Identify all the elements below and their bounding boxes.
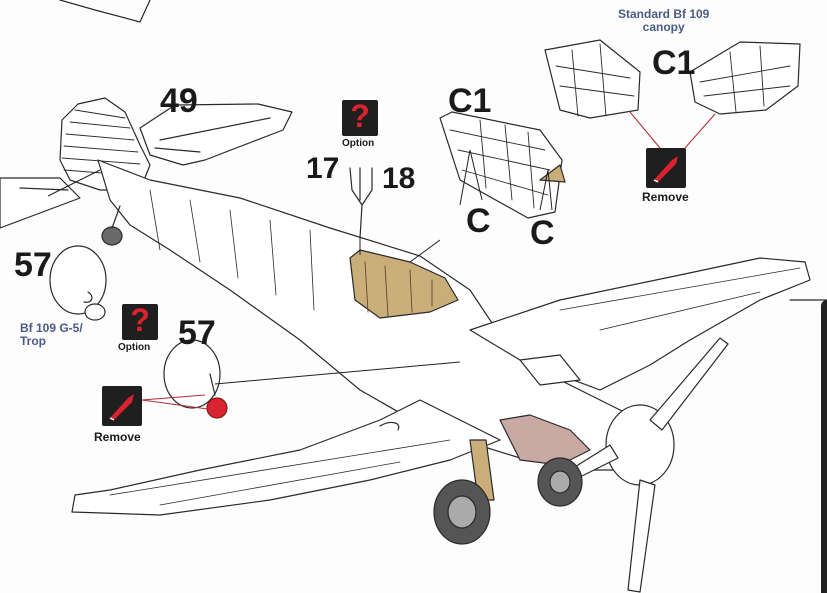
part-number-57-right: 57 [178,314,216,352]
removed-part-dot [206,397,228,419]
remove-symbol-left [102,386,142,426]
cockpit-area [349,249,459,319]
exhaust-area [499,414,591,466]
propeller-blade-lower [627,479,656,593]
remove-symbol-inset [646,148,686,188]
remove-label-left: Remove [94,430,141,444]
variant-note: Bf 109 G-5/ Trop [20,322,83,348]
question-mark-icon: ? [350,98,370,134]
canopy-c1 [439,111,563,219]
option-label-top: Option [342,138,375,149]
propeller-blade-upper [649,337,729,431]
part-57-right [163,339,221,409]
tail-wheel [101,226,123,246]
part-number-18: 18 [382,162,416,195]
supercharger-intake [519,354,581,386]
option-label-left: Option [118,342,151,353]
inset-title-line2: canopy [642,20,685,34]
part-number-17: 17 [306,152,340,185]
inset-title: Standard Bf 109 canopy [618,8,709,34]
left-wing [71,399,501,516]
part-label-c-left: C [466,202,491,240]
standard-canopy-right [689,41,801,115]
inset-title-line1: Standard Bf 109 [618,7,710,21]
tail-fin [59,97,151,191]
part-number-49: 49 [160,82,198,120]
part-number-57-left: 57 [14,246,52,284]
part-label-c-right: C [530,214,555,252]
knife-icon [653,156,678,183]
knife-icon [109,394,134,421]
wing-fragment [59,0,151,23]
page-edge [821,300,827,593]
question-mark-icon: ? [130,302,150,338]
variant-note-line1: Bf 109 G-5/ [20,321,83,335]
part-label-c1: C1 [448,82,492,120]
remove-label-inset: Remove [642,190,689,204]
option-symbol-left: ? [122,302,158,340]
inset-part-label-c1: C1 [652,44,696,82]
standard-canopy-left [544,39,641,119]
variant-note-line2: Trop [20,334,46,348]
option-symbol-top: ? [342,98,378,136]
